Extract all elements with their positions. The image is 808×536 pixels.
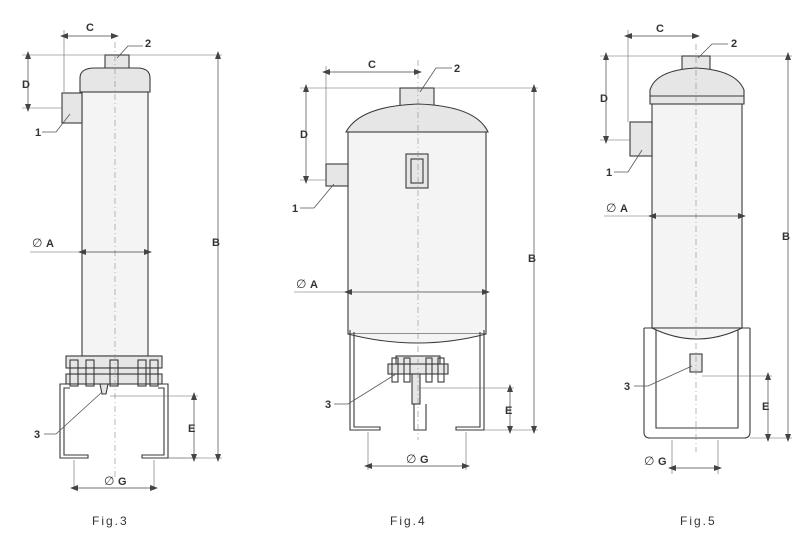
fig5-bottom-head (651, 327, 743, 340)
fig3-inlet-nozzle (61, 92, 83, 124)
fig5-callout-2: 2 (731, 38, 737, 50)
fig3-drain (99, 383, 109, 395)
fig5-diameter-symbol-g: ∅ (644, 454, 654, 468)
fig3-label-b: B (212, 237, 220, 249)
fig5-label-a: A (620, 203, 628, 215)
fig3-label-c: C (86, 22, 94, 34)
figure-3: C D B ∅ A E ∅ G 1 2 3 Fig.3 (22, 22, 222, 528)
fig3-label-a: A (46, 238, 54, 250)
fig3-callout-1: 1 (35, 127, 41, 139)
fig4-bottom-head (347, 333, 487, 344)
fig5-stand-outer (643, 328, 751, 439)
fig5-diameter-symbol: ∅ (606, 201, 616, 215)
fig5-label-b: B (782, 231, 790, 243)
fig5-label-d: D (600, 93, 608, 105)
fig5-label-g: G (658, 456, 667, 468)
fig4-vessel (325, 60, 489, 440)
fig5-top-cap (649, 67, 745, 105)
fig3-flange-lower (65, 373, 163, 385)
fig4-label-e: E (505, 405, 512, 417)
fig3-label-e: E (188, 423, 195, 435)
fig3-diameter-symbol: ∅ (32, 236, 42, 250)
fig4-leg-left (349, 330, 381, 431)
fig3-label-g: G (118, 476, 127, 488)
fig4-drain (411, 373, 421, 405)
fig4-callout-3: 3 (325, 399, 331, 411)
figure-5: C D B ∅ A E ∅ G 1 2 3 Fig.5 (600, 23, 792, 528)
fig5-vessel (629, 44, 751, 452)
fig3-callout-3: 3 (34, 429, 40, 441)
fig3-diameter-symbol-g: ∅ (104, 474, 114, 488)
fig3-callout-2: 2 (145, 38, 151, 50)
fig4-label-a: A (310, 279, 318, 291)
fig5-stand-inner (655, 330, 739, 429)
fig4-leg-right (455, 330, 485, 431)
figure-4: C D B ∅ A E ∅ G 1 2 3 Fig.4 (292, 59, 538, 528)
fig4-label-g: G (420, 454, 429, 466)
fig4-diameter-symbol: ∅ (296, 277, 306, 291)
fig4-leg-center (413, 404, 427, 431)
fig3-top-cap (79, 67, 151, 93)
fig5-inlet-nozzle (629, 121, 653, 157)
fig3-stand-left (59, 383, 89, 459)
fig3-outlet-nozzle (104, 54, 130, 70)
fig4-inlet-nozzle (325, 163, 349, 187)
fig3-stand-right (141, 383, 169, 459)
fig4-label-b: B (528, 253, 536, 265)
fig4-bolts (391, 357, 445, 383)
fig5-callout-3: 3 (624, 381, 630, 393)
fig4-caption: Fig.4 (390, 514, 427, 528)
fig3-flange-upper (65, 355, 163, 369)
fig3-label-d: D (22, 79, 30, 91)
fig4-diameter-symbol-g: ∅ (406, 452, 416, 466)
fig5-label-e: E (762, 401, 769, 413)
fig4-top-cap (345, 103, 489, 133)
fig3-vessel (59, 42, 169, 480)
fig4-callout-2: 2 (454, 63, 460, 75)
fig3-caption: Fig.3 (92, 514, 129, 528)
fig3-gasket (69, 367, 159, 375)
fig4-label-c: C (368, 59, 376, 71)
fig5-label-c: C (656, 23, 664, 35)
fig5-caption: Fig.5 (680, 514, 717, 528)
fig4-callout-1: 1 (292, 203, 298, 215)
fig4-label-d: D (300, 129, 308, 141)
fig5-callout-1: 1 (606, 167, 612, 179)
fig3-bolts (69, 359, 159, 387)
